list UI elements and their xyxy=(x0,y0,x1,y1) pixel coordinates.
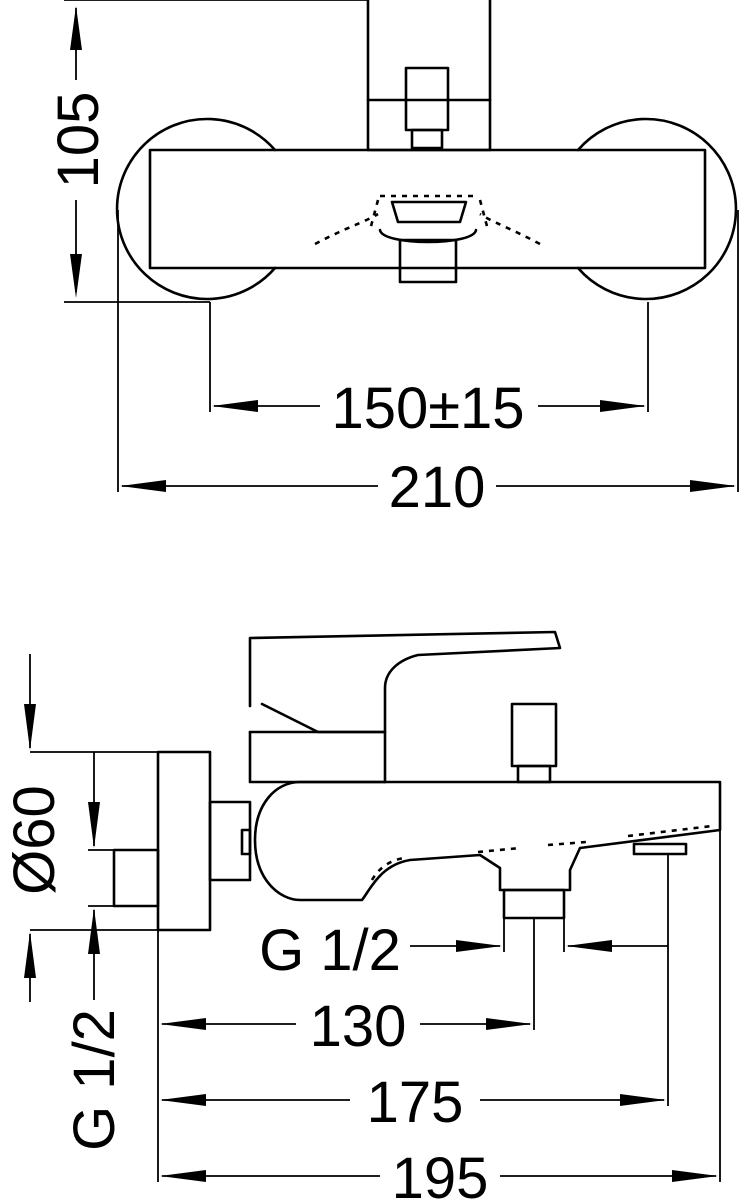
dim-130-label: 130 xyxy=(310,994,407,1059)
hidden-contour-top xyxy=(314,194,541,246)
dim-150-arrow-right xyxy=(600,400,646,412)
dim-g12-outlet-arrow-right xyxy=(566,940,612,952)
eccentric-connector xyxy=(208,800,252,882)
cartridge-housing xyxy=(248,730,387,784)
spout-outlet-top xyxy=(398,238,458,284)
side-view: Ø60 G 1/2 G 1/2 130 175 xyxy=(2,630,722,1200)
dim-175-arrow-left xyxy=(160,1094,206,1106)
dim-g12-outlet-arrow-left xyxy=(456,940,502,952)
top-view: 105 150±15 210 xyxy=(46,0,739,520)
dim-195-label: 195 xyxy=(392,1146,489,1200)
dim-105-arrow-top xyxy=(70,6,82,50)
wall-inlet-nut xyxy=(112,848,160,908)
dim-210-label: 210 xyxy=(389,455,486,520)
aerator-top xyxy=(390,200,468,224)
dim-g12-left-arrow-bottom xyxy=(88,908,100,954)
lever-neck-side xyxy=(260,702,387,734)
lever-outline-top xyxy=(366,0,492,152)
dim-105-label: 105 xyxy=(46,92,111,189)
dim-g12-left-arrow-top xyxy=(88,802,100,848)
wall-escutcheon xyxy=(156,750,212,932)
dim-130-arrow-left xyxy=(160,1018,206,1030)
dim-g12-outlet-label: G 1/2 xyxy=(259,918,401,983)
right-escutcheon xyxy=(576,117,738,301)
dim-60-label: Ø60 xyxy=(2,785,67,895)
left-escutcheon xyxy=(115,117,277,301)
diverter-stem-top xyxy=(410,128,444,150)
dim-195-arrow-left xyxy=(160,1170,206,1182)
dim-210-arrow-right xyxy=(690,480,736,492)
dim-g12-left-label: G 1/2 xyxy=(62,1009,127,1151)
body-rectangle xyxy=(148,148,707,270)
dim-150-label: 150±15 xyxy=(331,376,524,441)
connector-collar xyxy=(240,828,252,856)
dim-130-arrow-right xyxy=(486,1018,532,1030)
main-body-side xyxy=(253,780,722,902)
dim-175-arrow-right xyxy=(620,1094,666,1106)
dim-175-label: 175 xyxy=(367,1070,464,1135)
lever-handle-side xyxy=(248,630,562,784)
dim-105-arrow-bottom xyxy=(70,254,82,298)
dim-150-arrow-left xyxy=(212,400,258,412)
aerator-side xyxy=(632,842,688,856)
aerator-base-top xyxy=(378,228,478,244)
dim-195-arrow-right xyxy=(672,1170,718,1182)
diverter-stem-side xyxy=(516,764,552,784)
dim-60-arrow-bottom xyxy=(24,932,36,978)
diverter-knob-side xyxy=(510,702,558,768)
dim-60-arrow-top xyxy=(24,704,36,750)
outlet-nut-side xyxy=(502,888,566,920)
dim-210-arrow-left xyxy=(120,480,166,492)
